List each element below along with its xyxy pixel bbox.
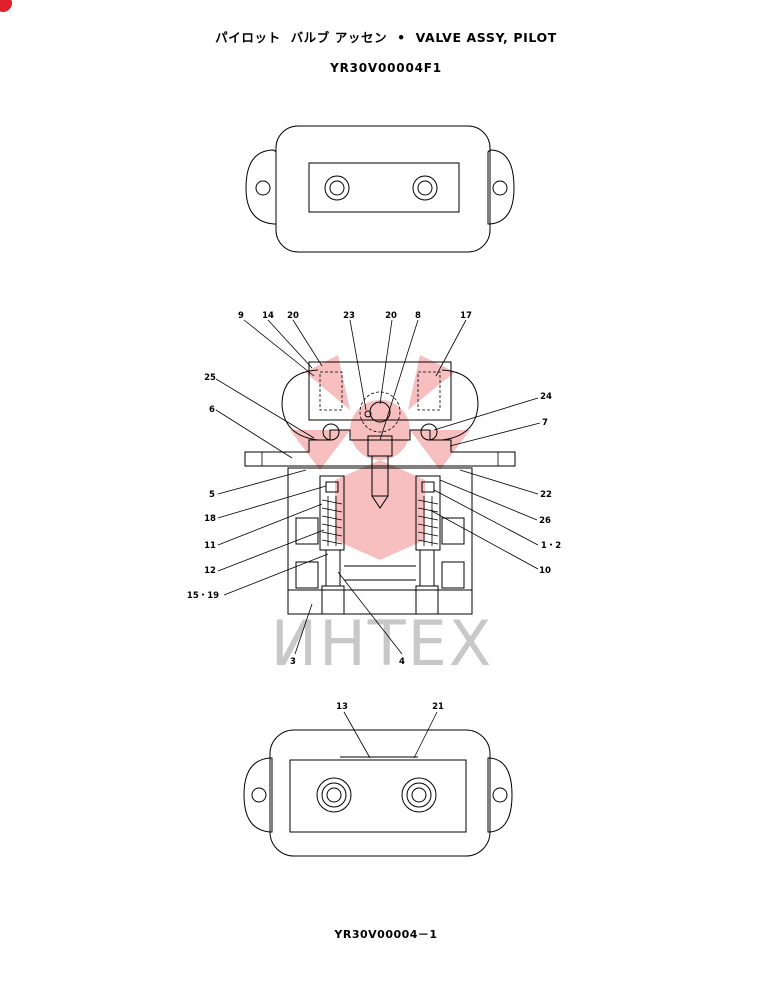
label-20a: 20 bbox=[287, 311, 299, 321]
label-1-2: 1・2 bbox=[541, 541, 561, 551]
label-21: 21 bbox=[432, 702, 444, 712]
section-view bbox=[244, 361, 516, 615]
label-26: 26 bbox=[539, 516, 551, 526]
label-9: 9 bbox=[238, 311, 244, 321]
bottom-view: 13 21 bbox=[243, 702, 513, 857]
label-11: 11 bbox=[204, 541, 216, 551]
label-23: 23 bbox=[343, 311, 355, 321]
label-10: 10 bbox=[539, 566, 551, 576]
drawing-title: パイロット バルブ アッセン • VALVE ASSY, PILOT bbox=[215, 30, 557, 45]
label-4: 4 bbox=[399, 657, 405, 667]
label-14: 14 bbox=[262, 311, 274, 321]
label-25: 25 bbox=[204, 373, 216, 383]
label-3: 3 bbox=[290, 657, 296, 667]
label-12: 12 bbox=[204, 566, 216, 576]
label-22: 22 bbox=[540, 490, 552, 500]
label-20b: 20 bbox=[385, 311, 397, 321]
footer-code: YR30V00004－1 bbox=[334, 928, 438, 941]
label-18: 18 bbox=[204, 514, 216, 524]
top-view bbox=[245, 125, 515, 253]
label-17: 17 bbox=[460, 311, 472, 321]
label-5: 5 bbox=[209, 490, 215, 500]
label-15-19: 15・19 bbox=[187, 591, 219, 601]
corner-red-mark bbox=[0, 0, 12, 12]
part-number-labels: 9 14 20 23 20 8 17 25 6 24 7 5 18 11 12 … bbox=[187, 311, 561, 667]
label-8: 8 bbox=[415, 311, 421, 321]
watermark-logo bbox=[290, 355, 470, 560]
leader-lines bbox=[215, 319, 541, 655]
label-6: 6 bbox=[209, 405, 215, 415]
label-24: 24 bbox=[540, 392, 552, 402]
label-13: 13 bbox=[336, 702, 348, 712]
label-7: 7 bbox=[542, 418, 548, 428]
watermark-text: ИНТЕХ bbox=[271, 607, 494, 680]
part-code: YR30V00004F1 bbox=[330, 61, 442, 75]
